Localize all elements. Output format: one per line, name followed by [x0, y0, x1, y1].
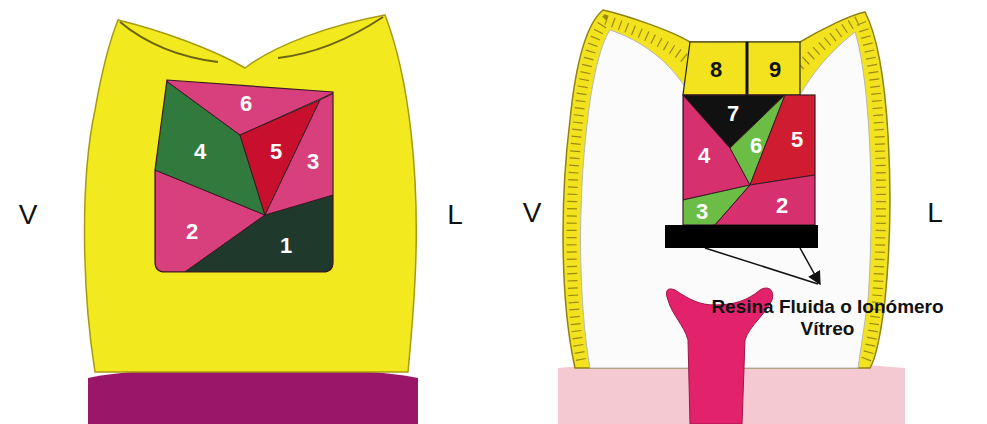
callout-number: 2 — [186, 221, 198, 243]
callout-number: 6 — [240, 93, 252, 115]
callout-number: 2 — [776, 195, 788, 217]
side-letter: L — [447, 201, 463, 229]
leader-line — [705, 248, 818, 284]
leader-line — [800, 248, 820, 284]
side-letter: V — [523, 199, 542, 227]
liner-base — [665, 225, 818, 248]
material-note: Resina Fluida o Ionómero Vítreo — [690, 296, 965, 340]
callout-number: 6 — [750, 135, 762, 157]
enamel-increment — [683, 42, 747, 95]
cusp-ridge — [120, 22, 218, 62]
callout-number: 5 — [791, 129, 803, 151]
increment-layer — [715, 175, 820, 230]
callout-number: 3 — [307, 151, 319, 173]
fissure-line — [746, 42, 749, 95]
callout-number: 4 — [194, 141, 206, 163]
cavity-outline — [155, 80, 333, 272]
tooth-crown — [84, 15, 416, 372]
side-letter: V — [19, 201, 38, 229]
cavity-outline — [683, 95, 815, 225]
callout-number: 1 — [280, 235, 292, 257]
cusp-ridge — [278, 17, 383, 58]
callout-number: 9 — [769, 59, 781, 81]
gingiva — [88, 368, 418, 424]
callout-number: 5 — [270, 141, 282, 163]
callout-number: 8 — [710, 59, 722, 81]
enamel-increment — [747, 42, 800, 95]
increment-layer — [265, 90, 340, 215]
callout-number: 7 — [727, 103, 739, 125]
callout-number: 3 — [696, 201, 708, 223]
increment-layer — [750, 90, 820, 185]
side-letter: L — [927, 199, 943, 227]
callout-number: 4 — [698, 145, 710, 167]
